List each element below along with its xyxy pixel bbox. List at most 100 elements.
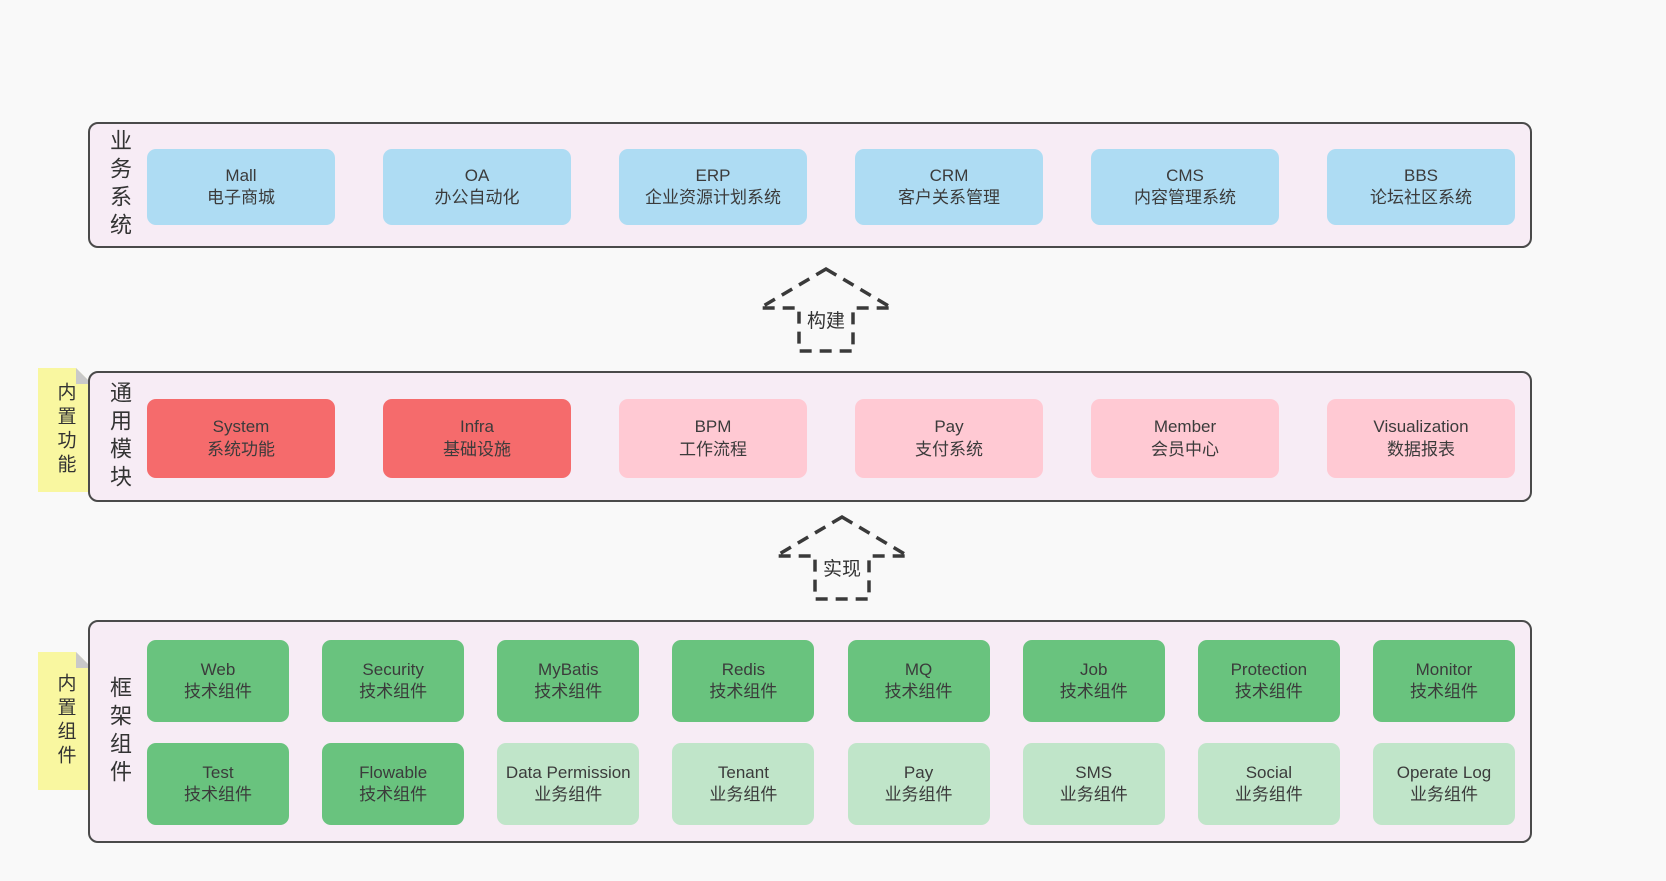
box-operate-log: Operate Log 业务组件 [1372,743,1515,825]
box-subtitle: 电子商城 [207,188,275,207]
box-title: Data Permission [505,762,631,782]
box-title: System [212,417,270,437]
box-visualization: Visualization 数据报表 [1327,399,1515,478]
box-subtitle: 技术组件 [1059,682,1128,701]
box-title: Security [362,659,424,679]
box-social: Social 业务组件 [1197,743,1340,825]
box-title: BPM [694,417,732,437]
box-redis: Redis 技术组件 [672,640,815,722]
box-title: Pay [934,417,964,437]
box-infra: Infra 基础设施 [383,399,571,478]
box-title: SMS [1075,762,1113,782]
box-subtitle: 技术组件 [184,682,252,701]
box-title: BBS [1403,165,1439,185]
arrow-up-implement: 实现 [772,514,912,602]
box-subtitle: 技术组件 [359,682,428,701]
box-subtitle: 技术组件 [359,785,428,804]
box-subtitle: 企业资源计划系统 [645,188,781,207]
box-subtitle: 数据报表 [1387,439,1455,459]
band-business-label: 业务系统 [107,129,132,241]
box-title: Flowable [359,762,428,782]
box-title: MQ [904,659,933,679]
band-common-modules: 通用模块 System 系统功能 Infra 基础设施 BPM 工作流程 Pay… [88,371,1532,502]
box-monitor: Monitor 技术组件 [1372,640,1515,722]
band-framework-components: 框架组件 Web 技术组件 Security 技术组件 MyBatis 技术组件… [88,620,1532,843]
box-title: Redis [721,659,766,679]
box-subtitle: 技术组件 [534,682,603,701]
box-pay-system: Pay 支付系统 [855,399,1043,478]
box-title: Protection [1230,659,1308,679]
band-modules-label: 通用模块 [107,380,132,493]
box-system: System 系统功能 [147,399,335,478]
band-business-systems: 业务系统 Mall 电子商城 OA 办公自动化 ERP 企业资源计划系统 CRM… [88,122,1532,248]
box-subtitle: 论坛社区系统 [1370,188,1472,207]
box-crm: CRM 客户关系管理 [855,149,1043,225]
box-title: MyBatis [538,659,599,679]
box-subtitle: 业务组件 [709,785,778,804]
box-subtitle: 技术组件 [709,682,778,701]
box-title: Mall [225,165,257,185]
box-mybatis: MyBatis 技术组件 [497,640,640,722]
box-title: Monitor [1415,659,1473,679]
box-subtitle: 业务组件 [534,785,603,804]
box-web: Web 技术组件 [147,640,289,722]
box-title: Job [1079,659,1108,679]
box-flowable: Flowable 技术组件 [322,743,465,825]
business-boxes-row: Mall 电子商城 OA 办公自动化 ERP 企业资源计划系统 CRM 客户关系… [147,149,1515,225]
box-cms: CMS 内容管理系统 [1091,149,1279,225]
band-framework-label: 框架组件 [107,675,132,788]
box-title: Social [1245,762,1292,782]
box-title: Tenant [717,762,769,782]
box-pay-component: Pay 业务组件 [847,743,990,825]
box-bbs: BBS 论坛社区系统 [1327,149,1515,225]
box-subtitle: 技术组件 [184,785,252,804]
box-title: Infra [459,417,495,437]
box-subtitle: 办公自动化 [434,188,520,207]
box-subtitle: 会员中心 [1151,439,1219,459]
box-security: Security 技术组件 [322,640,465,722]
box-title: ERP [695,165,731,185]
box-data-permission: Data Permission 业务组件 [497,743,640,825]
box-erp: ERP 企业资源计划系统 [619,149,807,225]
box-subtitle: 工作流程 [679,439,747,459]
arrow-build-label: 构建 [803,306,849,333]
box-title: CRM [929,165,969,185]
box-mall: Mall 电子商城 [147,149,335,225]
box-tenant: Tenant 业务组件 [672,743,815,825]
arrow-up-build: 构建 [756,266,896,354]
box-subtitle: 业务组件 [884,785,953,804]
sticky-note-built-in-components: 内置组件 [38,652,92,790]
box-subtitle: 业务组件 [1409,785,1478,804]
box-title: CMS [1166,165,1204,185]
sticky-note-built-in-features: 内置功能 [38,368,92,492]
box-subtitle: 系统功能 [207,439,275,459]
box-subtitle: 内容管理系统 [1134,188,1236,207]
box-test: Test 技术组件 [147,743,289,825]
box-title: Operate Log [1396,762,1492,782]
box-subtitle: 技术组件 [1409,682,1478,701]
box-title: Visualization [1373,417,1469,437]
box-sms: SMS 业务组件 [1022,743,1165,825]
framework-row-1: Web 技术组件 Security 技术组件 MyBatis 技术组件 Redi… [147,640,1515,722]
box-subtitle: 技术组件 [884,682,953,701]
box-subtitle: 基础设施 [443,439,511,459]
box-title: Member [1153,417,1217,437]
box-subtitle: 支付系统 [915,439,983,459]
box-oa: OA 办公自动化 [383,149,571,225]
box-member: Member 会员中心 [1091,399,1279,478]
box-mq: MQ 技术组件 [847,640,990,722]
box-subtitle: 业务组件 [1059,785,1128,804]
framework-row-2: Test 技术组件 Flowable 技术组件 Data Permission … [147,743,1515,825]
box-title: Web [200,659,236,679]
box-protection: Protection 技术组件 [1197,640,1340,722]
modules-boxes-row: System 系统功能 Infra 基础设施 BPM 工作流程 Pay 支付系统… [147,399,1515,478]
box-title: Pay [903,762,934,782]
box-title: Test [202,762,234,782]
box-job: Job 技术组件 [1022,640,1165,722]
box-subtitle: 技术组件 [1234,682,1303,701]
arrow-implement-label: 实现 [819,554,865,581]
box-title: OA [464,165,490,185]
box-subtitle: 业务组件 [1234,785,1303,804]
box-bpm: BPM 工作流程 [619,399,807,478]
